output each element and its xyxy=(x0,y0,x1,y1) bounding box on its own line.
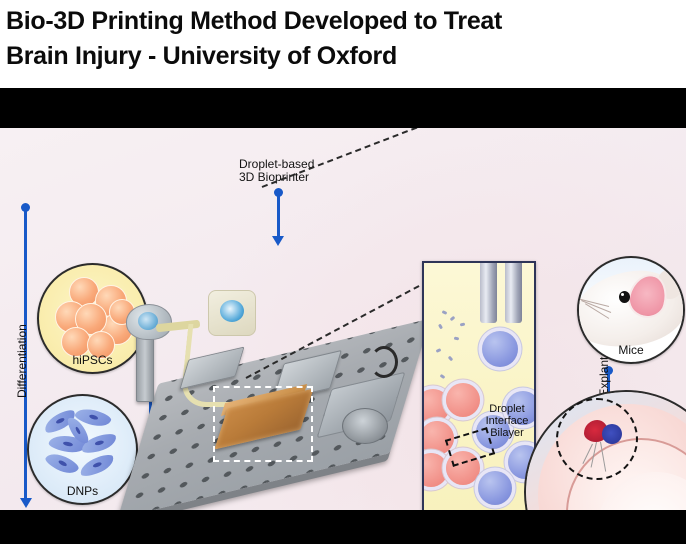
figure-frame: Differentiation hiPSCs DNPs xyxy=(0,88,686,544)
inset-droplet-red xyxy=(424,389,450,423)
bioprinter-arrow-head xyxy=(272,236,284,246)
figure-canvas: Differentiation hiPSCs DNPs xyxy=(0,128,686,510)
inset-free-droplet xyxy=(482,331,518,367)
node-dnps: DNPs xyxy=(27,394,138,505)
inset-lipid xyxy=(447,355,454,362)
page-title-line-2: Brain Injury - University of Oxford xyxy=(6,42,397,70)
inset-droplet-red xyxy=(446,383,480,417)
inset-nozzle-left xyxy=(480,263,497,323)
node-dnps-caption: DNPs xyxy=(66,484,99,498)
inset-droplet-red xyxy=(424,421,454,455)
inset-nozzle-right xyxy=(505,263,522,323)
inset-caption-line-1: Droplet xyxy=(489,403,525,415)
page-title-line-1: Bio-3D Printing Method Developed to Trea… xyxy=(6,7,503,35)
differentiation-label: Differentiation xyxy=(15,324,29,398)
bioprinter-arrow-dot xyxy=(274,188,283,197)
printer-arm-head xyxy=(126,304,172,340)
inset-lipid xyxy=(437,323,444,330)
inset-lipid xyxy=(435,348,442,353)
printer-rig-lens-icon xyxy=(220,300,244,322)
inset-lipid xyxy=(459,322,466,327)
inset-droplet-red xyxy=(424,453,448,487)
printer-rotary-knob xyxy=(342,408,388,444)
node-mice-caption: Mice xyxy=(618,343,644,357)
brain-implant-site-circle xyxy=(556,398,638,480)
inset-caption: Droplet Interface Bilayer xyxy=(480,403,534,439)
mouse-eye xyxy=(619,291,630,303)
bioprinter-label-line-2: 3D Bioprinter xyxy=(239,170,310,184)
inset-lipid xyxy=(453,336,460,341)
implanted-tissue-blue xyxy=(602,424,622,444)
inset-lipid xyxy=(441,310,448,315)
printer-zoom-region-box xyxy=(213,386,313,462)
differentiation-arrow-head xyxy=(20,498,32,508)
inset-droplet-blue xyxy=(476,415,510,449)
bioprinter-label-line-1: Droplet-based xyxy=(239,157,315,171)
printer-cable xyxy=(370,346,398,378)
node-hipscs-caption: hiPSCs xyxy=(72,353,113,367)
differentiation-arrow-shaft xyxy=(24,208,27,500)
inset-droplet-interface-bilayer: Droplet Interface Bilayer xyxy=(422,261,536,510)
printer-arm-lens-icon xyxy=(138,312,158,330)
inset-caption-line-3: Bilayer xyxy=(490,427,524,439)
differentiation-arrow-dot xyxy=(21,203,30,212)
bioprinter-illustration xyxy=(117,290,438,510)
inset-droplet-red xyxy=(446,451,480,485)
inset-droplet-blue xyxy=(506,391,534,425)
inset-droplet-blue xyxy=(478,471,512,505)
inset-caption-line-2: Interface xyxy=(485,415,529,427)
inset-lipid xyxy=(449,315,456,322)
article-title-header: Bio-3D Printing Method Developed to Trea… xyxy=(0,0,686,88)
brain-explant-arrow-dot xyxy=(604,366,613,375)
node-mice: Mice xyxy=(577,256,685,364)
inset-lipid xyxy=(439,373,446,380)
bioprinter-arrow-shaft xyxy=(277,194,280,238)
